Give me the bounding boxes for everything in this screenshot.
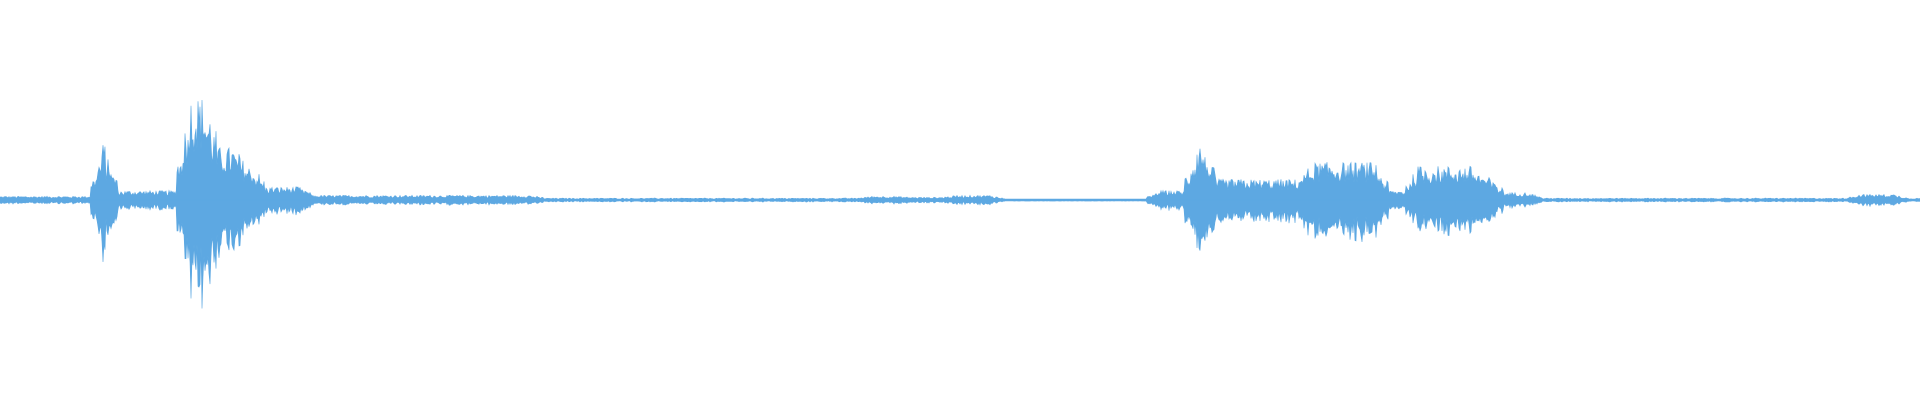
waveform-envelope bbox=[0, 99, 1920, 309]
